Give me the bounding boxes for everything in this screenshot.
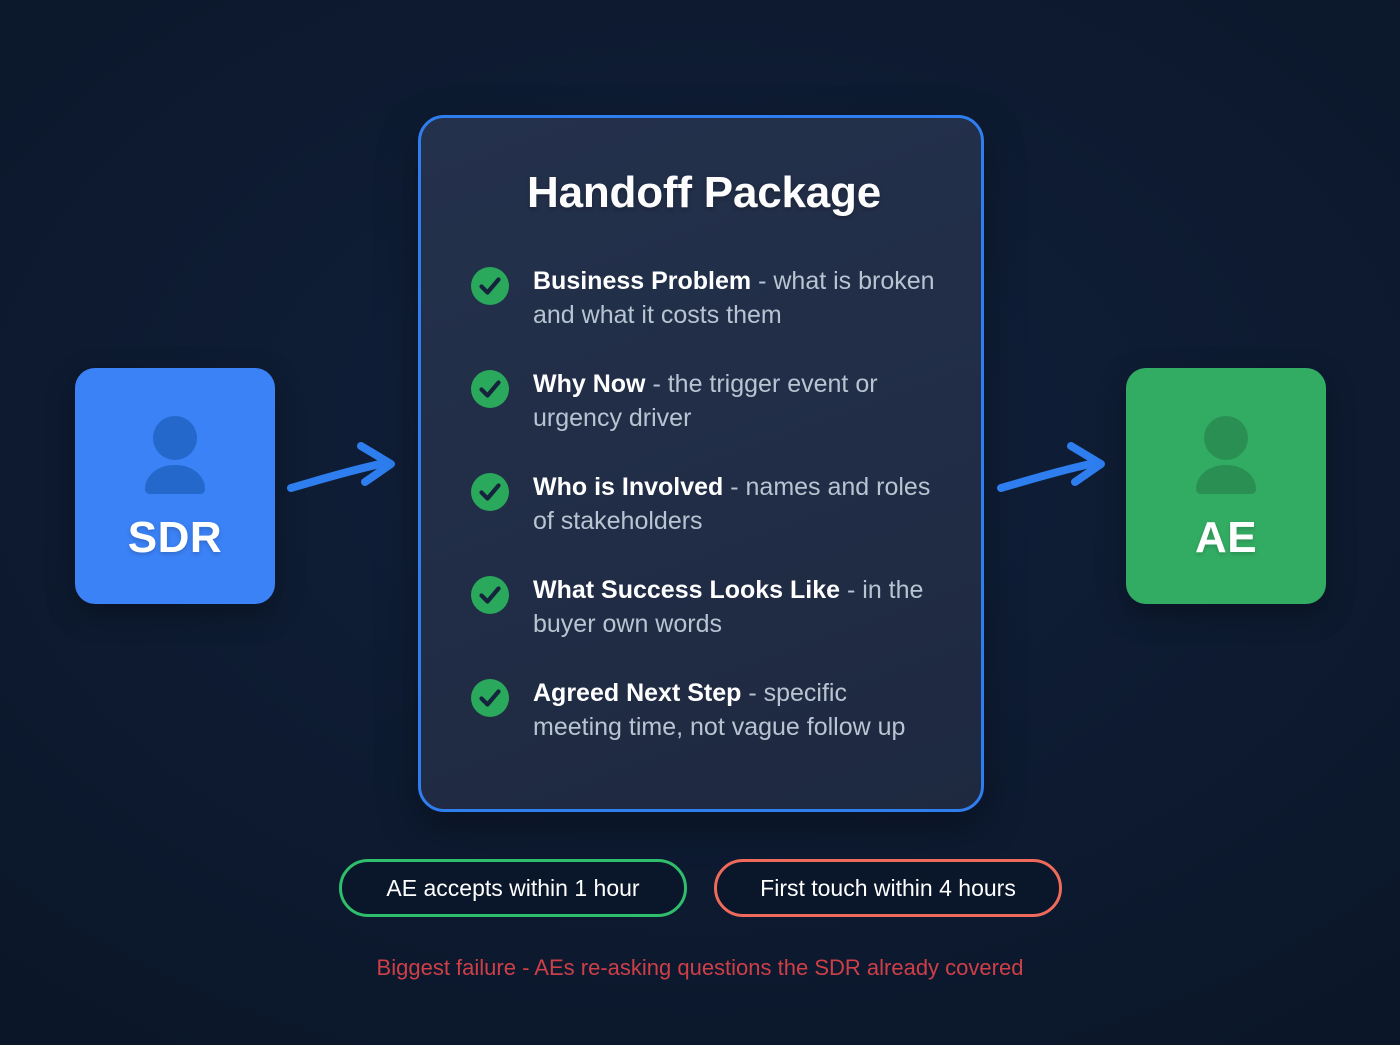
list-item: Why Now - the trigger event or urgency d… [471, 367, 937, 435]
list-item-text: Why Now - the trigger event or urgency d… [533, 367, 937, 435]
list-item: What Success Looks Like - in the buyer o… [471, 573, 937, 641]
list-item-text: Who is Involved - names and roles of sta… [533, 470, 937, 538]
list-item-detail: - what is broken and what it costs them [533, 267, 935, 329]
list-item-term: Why Now [533, 370, 646, 398]
check-circle-icon [471, 473, 509, 511]
page-title: Handoff Package [527, 168, 881, 217]
role-label-sdr: SDR [127, 512, 223, 562]
list-item-detail: - the trigger event or urgency driver [533, 370, 878, 432]
list-item: Agreed Next Step - specific meeting time… [471, 676, 937, 744]
status-badge-ae-accepts[interactable]: AE accepts within 1 hour [339, 859, 687, 917]
list-item-text: What Success Looks Like - in the buyer o… [533, 573, 937, 641]
person-icon [132, 413, 218, 502]
arrow-package-to-ae-icon [995, 440, 1115, 505]
list-item-term: Agreed Next Step [533, 679, 742, 707]
role-label-ae: AE [1194, 512, 1258, 562]
failure-note: Biggest failure - AEs re-asking question… [376, 955, 1024, 980]
list-item-term: What Success Looks Like [533, 576, 841, 604]
list-item-text: Business Problem - what is broken and wh… [533, 264, 937, 332]
role-card-sdr[interactable]: SDR [75, 368, 275, 604]
status-badge-first-touch[interactable]: First touch within 4 hours [714, 859, 1062, 917]
handoff-package-card: Handoff Package Business Problem - what … [418, 115, 984, 812]
handoff-checklist: Business Problem - what is broken and wh… [471, 264, 937, 744]
check-circle-icon [471, 370, 509, 408]
list-item-detail: - in the buyer own words [533, 576, 924, 638]
person-icon [1183, 413, 1269, 502]
list-item-term: Who is Involved [533, 473, 724, 501]
list-item-text: Agreed Next Step - specific meeting time… [533, 676, 937, 744]
arrow-sdr-to-package-icon [285, 440, 405, 505]
list-item-detail: - names and roles of stakeholders [533, 473, 931, 535]
check-circle-icon [471, 267, 509, 305]
check-circle-icon [471, 576, 509, 614]
list-item-term: Business Problem [533, 267, 752, 295]
role-card-ae[interactable]: AE [1126, 368, 1326, 604]
check-circle-icon [471, 679, 509, 717]
list-item: Who is Involved - names and roles of sta… [471, 470, 937, 538]
list-item-detail: - specific meeting time, not vague follo… [533, 679, 906, 741]
list-item: Business Problem - what is broken and wh… [471, 264, 937, 332]
